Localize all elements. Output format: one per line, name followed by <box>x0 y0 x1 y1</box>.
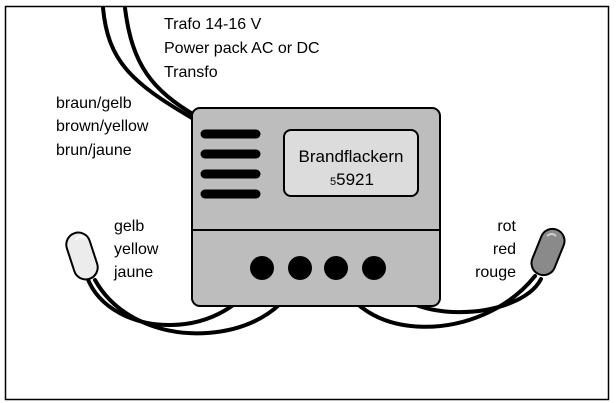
wire-color-label: braun/gelb brown/yellow brun/jaune <box>56 95 149 159</box>
right-led-label-line3: rouge <box>475 264 516 281</box>
module-name: Brandflackern <box>299 147 404 166</box>
wire-label-line2: brown/yellow <box>56 118 149 135</box>
module-number-value: 5921 <box>336 170 374 189</box>
socket-4 <box>362 256 386 280</box>
module-box: Brandflackern 55921 <box>191 107 441 307</box>
right-led-label-line1: rot <box>497 218 516 235</box>
socket-2 <box>288 256 312 280</box>
power-wires <box>101 6 198 120</box>
module-number: 55921 <box>330 170 374 189</box>
module-number-prefix: 5 <box>330 176 336 188</box>
left-led-label-line3: jaune <box>113 264 153 281</box>
led-right <box>530 227 566 277</box>
power-label-line3: Transfo <box>164 64 218 81</box>
power-label: Trafo 14-16 V Power pack AC or DC Transf… <box>164 16 320 81</box>
left-led-label-line2: yellow <box>114 241 159 258</box>
wire-label-line1: braun/gelb <box>56 95 132 112</box>
socket-3 <box>324 256 348 280</box>
right-led-label-line2: red <box>493 241 516 258</box>
right-led-label: rot red rouge <box>475 218 516 281</box>
socket-1 <box>250 256 274 280</box>
led-left <box>65 231 99 281</box>
vent-slots <box>200 129 261 199</box>
module-label-panel <box>283 129 419 197</box>
connector-sockets <box>250 256 386 280</box>
wire-label-line3: brun/jaune <box>56 142 132 159</box>
left-led-label: gelb yellow jaune <box>113 218 159 281</box>
left-led-label-line1: gelb <box>114 218 144 235</box>
power-label-line2: Power pack AC or DC <box>164 40 320 57</box>
power-label-line1: Trafo 14-16 V <box>164 16 262 33</box>
